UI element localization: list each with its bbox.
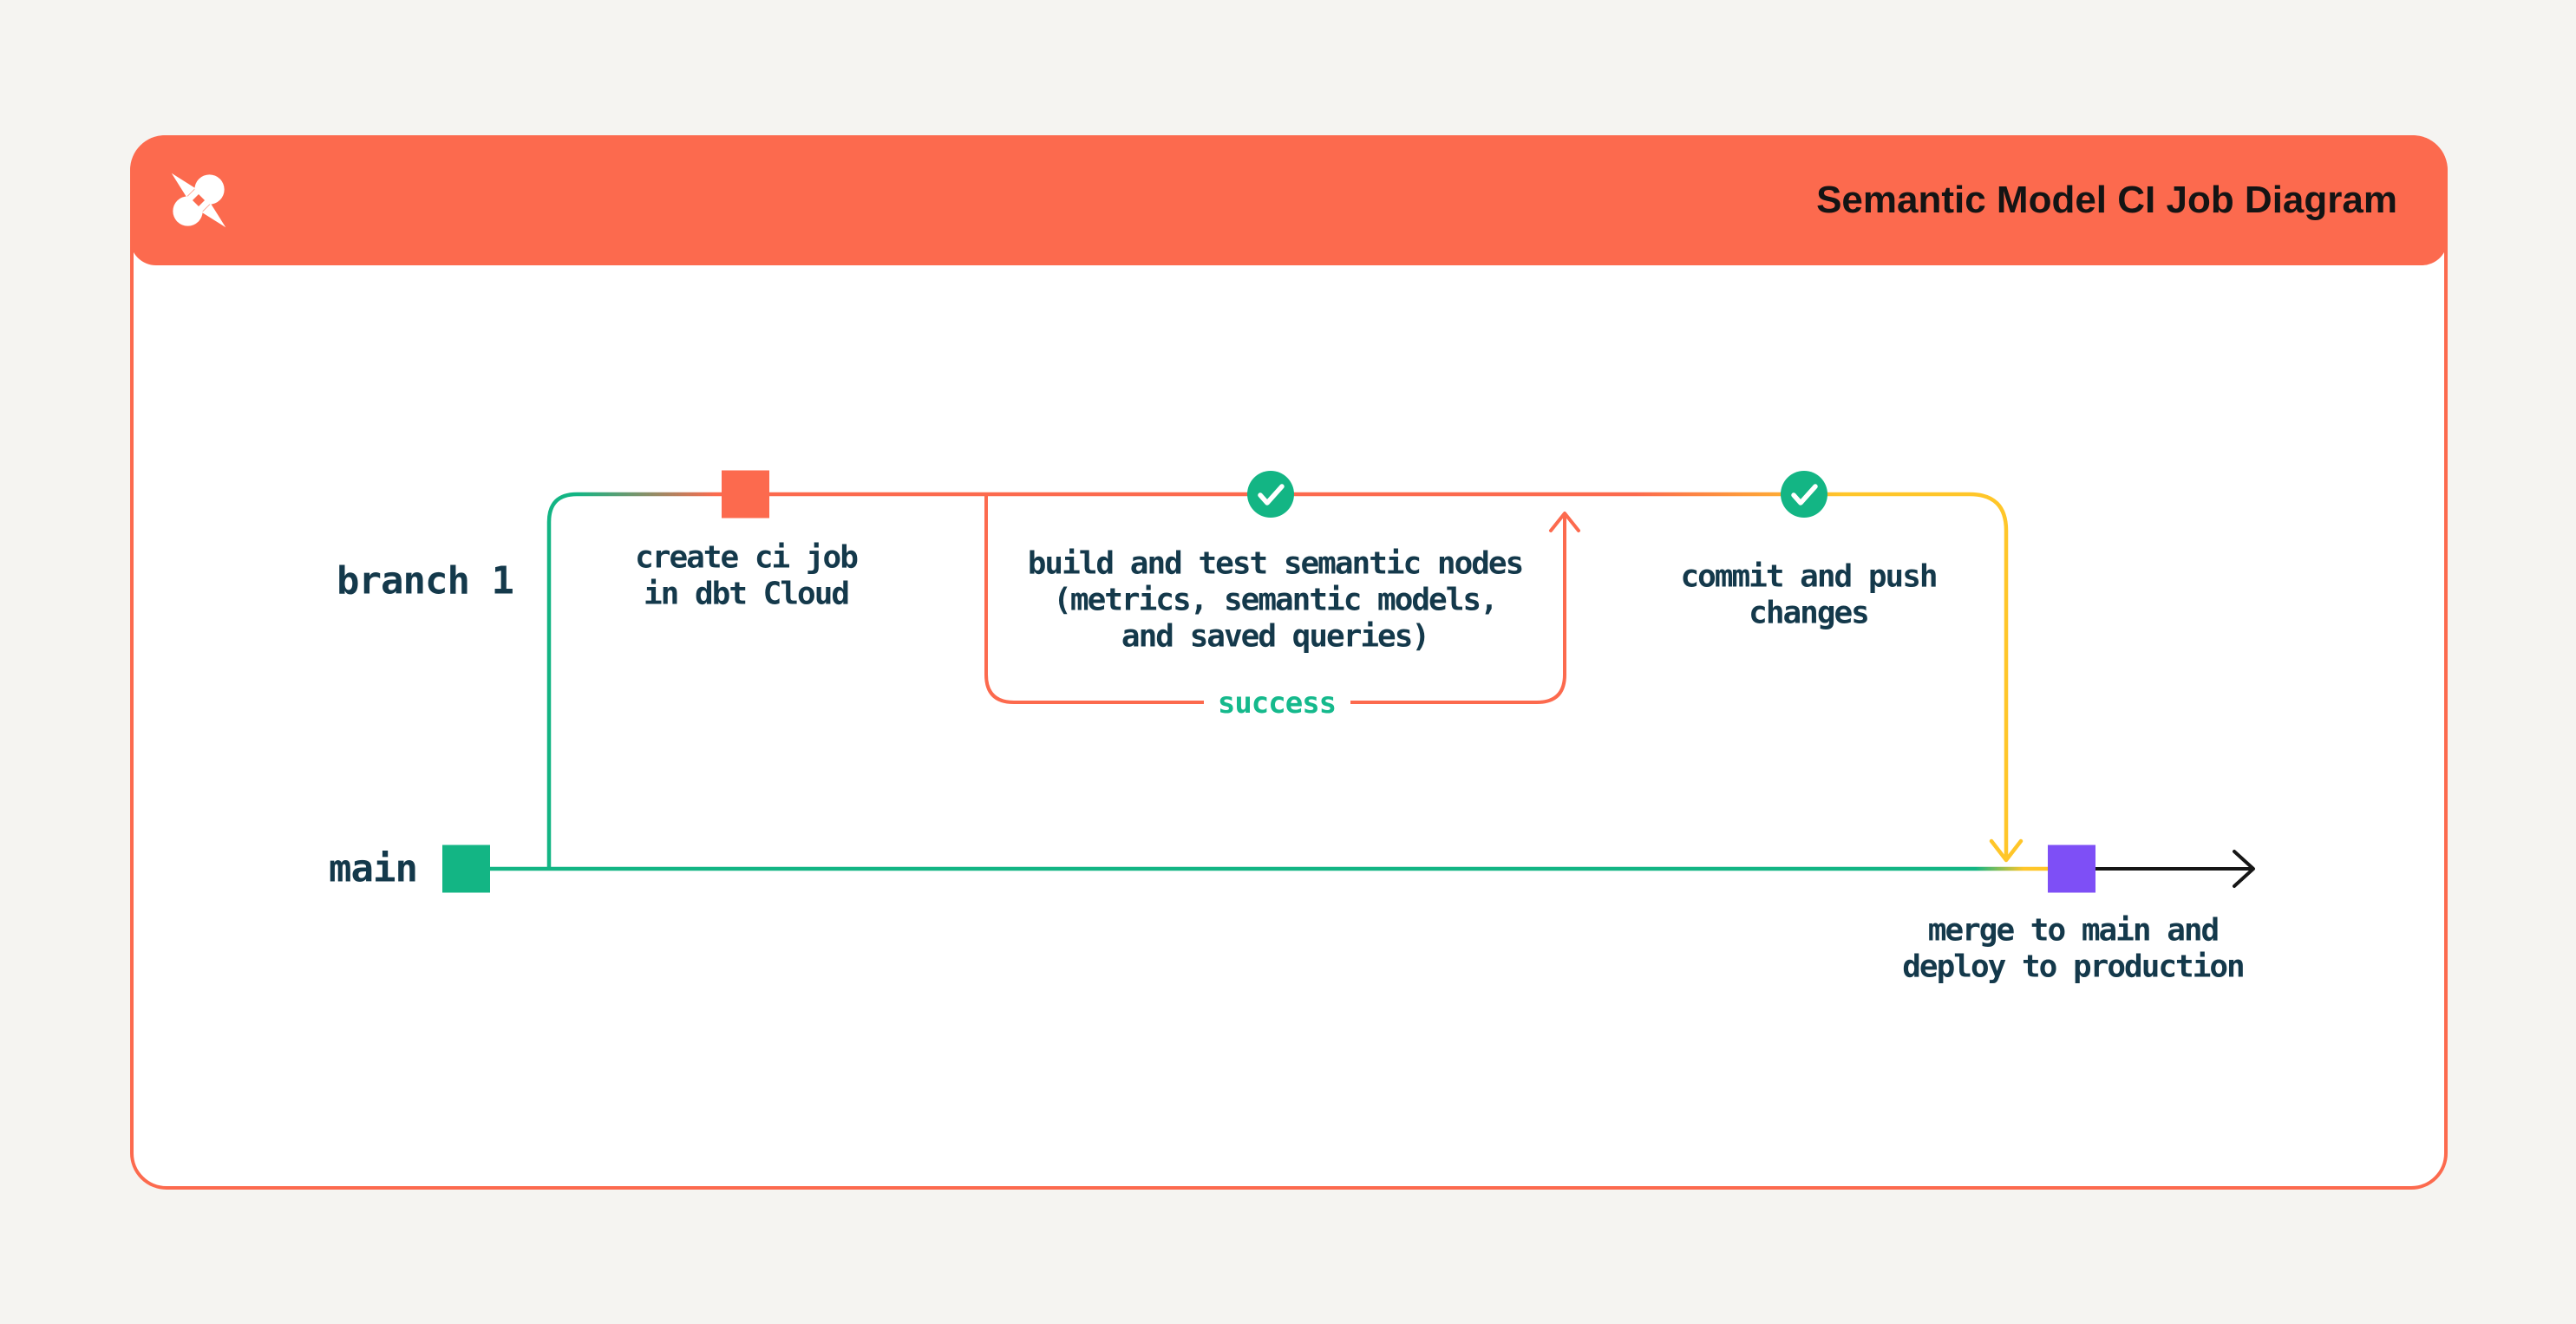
dbt-logo-diamond-hole (192, 193, 206, 207)
merge-down-arrowhead-icon (1989, 838, 2024, 863)
main-commit-square (442, 845, 490, 893)
merge-commit-square (2048, 845, 2095, 893)
build-test-text-line1: build and test semantic nodes (1027, 545, 1525, 582)
merge-text-line1: merge to main and (1927, 912, 2220, 949)
main-continuation-arrowhead-icon (2233, 850, 2255, 888)
card-header: Semantic Model CI Job Diagram (130, 135, 2448, 265)
commit-push-text-line1: commit and push (1680, 558, 1938, 595)
create-ci-text-line2: in dbt Cloud (643, 576, 850, 612)
branch1-label: branch 1 (337, 558, 514, 603)
commit-push-text-line2: changes (1749, 595, 1870, 631)
diagram-card: Semantic Model CI Job Diagram (130, 135, 2448, 1190)
success-label: success (1217, 686, 1337, 721)
create-ci-commit-square (722, 470, 769, 519)
commit-push-check-icon (1781, 471, 1827, 518)
main-label: main (329, 846, 418, 891)
page-title: Semantic Model CI Job Diagram (1816, 179, 2397, 221)
build-test-text-line2: (metrics, semantic models, (1053, 582, 1499, 618)
build-test-check-icon (1247, 471, 1294, 518)
merge-text-line2: deploy to production (1902, 949, 2245, 985)
build-test-text-line3: and saved queries) (1121, 618, 1430, 655)
create-ci-text-line1: create ci job (635, 539, 859, 576)
success-loop-left (984, 494, 1204, 704)
merge-down-line (1969, 492, 2009, 857)
success-loop-right (1350, 515, 1566, 704)
dbt-logo-icon (171, 173, 226, 228)
success-loop-arrowhead-icon (1549, 512, 1580, 532)
branch1-fork-line (546, 492, 578, 869)
